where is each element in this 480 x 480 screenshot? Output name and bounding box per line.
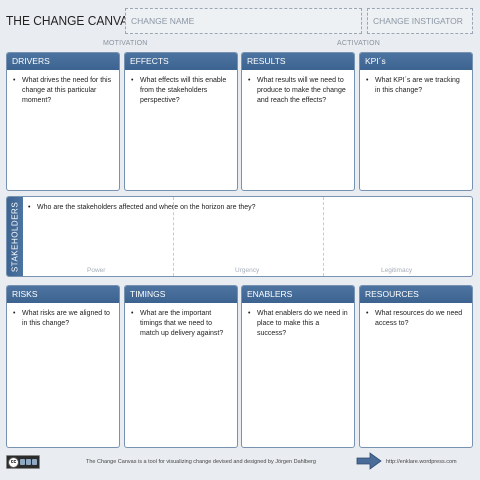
bullet-icon: • — [248, 77, 251, 84]
page-title: THE CHANGE CANVAS — [6, 13, 137, 28]
card-risks[interactable]: RISKS • What risks are we aligned to in … — [6, 285, 120, 448]
card-enablers-title: ENABLERS — [242, 286, 354, 303]
noncommercial-icon — [26, 459, 31, 465]
motivation-label: MOTIVATION — [103, 40, 148, 47]
card-drivers-title: DRIVERS — [7, 53, 119, 70]
card-kpis-title: KPI´s — [360, 53, 472, 70]
card-risks-prompt: What risks are we aligned to in this cha… — [22, 310, 110, 327]
card-results-prompt: What results will we need to produce to … — [257, 77, 346, 104]
card-risks-title: RISKS — [7, 286, 119, 303]
card-enablers[interactable]: ENABLERS • What enablers do we need in p… — [241, 285, 355, 448]
bullet-icon: • — [248, 310, 251, 317]
zone-divider — [323, 197, 324, 276]
bullet-icon: • — [13, 77, 16, 84]
bullet-icon: • — [13, 310, 16, 317]
footer-description: The Change Canvas is a tool for visualiz… — [86, 459, 316, 465]
card-enablers-prompt: What enablers do we need in place to mak… — [257, 310, 348, 337]
card-resources-prompt: What resources do we need access to? — [375, 310, 463, 327]
card-resources-title: RESOURCES — [360, 286, 472, 303]
card-effects-title: EFFECTS — [125, 53, 237, 70]
stakeholders-panel[interactable]: STAKEHOLDERS • Who are the stakeholders … — [6, 196, 473, 277]
bullet-icon: • — [366, 310, 369, 317]
zone-label-power: Power — [87, 267, 106, 274]
card-drivers[interactable]: DRIVERS • What drives the need for this … — [6, 52, 120, 191]
bullet-icon: • — [366, 77, 369, 84]
sharealike-icon — [32, 459, 37, 465]
bullet-icon: • — [131, 77, 134, 84]
attribution-icon — [20, 459, 25, 465]
card-kpis[interactable]: KPI´s • What KPI´s are we tracking in th… — [359, 52, 473, 191]
activation-label: ACTIVATION — [337, 40, 380, 47]
stakeholders-prompt: Who are the stakeholders affected and wh… — [37, 204, 256, 211]
change-instigator-field[interactable]: CHANGE INSTIGATOR — [367, 8, 473, 34]
card-drivers-prompt: What drives the need for this change at … — [22, 77, 112, 104]
footer-link[interactable]: http://enklare.wordpress.com — [386, 459, 457, 465]
card-effects-prompt: What effects will this enable from the s… — [140, 77, 227, 104]
stakeholders-sidebar: STAKEHOLDERS — [7, 197, 23, 276]
bullet-icon: • — [28, 204, 31, 211]
stakeholders-label: STAKEHOLDERS — [10, 201, 20, 273]
card-effects[interactable]: EFFECTS • What effects will this enable … — [124, 52, 238, 191]
creative-commons-icon: cc — [8, 456, 19, 468]
card-results-title: RESULTS — [242, 53, 354, 70]
zone-label-urgency: Urgency — [235, 267, 260, 274]
card-timings[interactable]: TIMINGS • What are the important timings… — [124, 285, 238, 448]
zone-label-legitimacy: Legitimacy — [381, 267, 413, 274]
card-results[interactable]: RESULTS • What results will we need to p… — [241, 52, 355, 191]
change-name-field[interactable]: CHANGE NAME — [125, 8, 362, 34]
zone-divider — [173, 197, 174, 276]
card-timings-title: TIMINGS — [125, 286, 237, 303]
card-resources[interactable]: RESOURCES • What resources do we need ac… — [359, 285, 473, 448]
bullet-icon: • — [131, 310, 134, 317]
arrow-right-icon — [356, 452, 382, 470]
card-timings-prompt: What are the important timings that we n… — [140, 310, 224, 337]
card-kpis-prompt: What KPI´s are we tracking in this chang… — [375, 77, 460, 94]
license-badge[interactable]: cc — [6, 455, 40, 469]
